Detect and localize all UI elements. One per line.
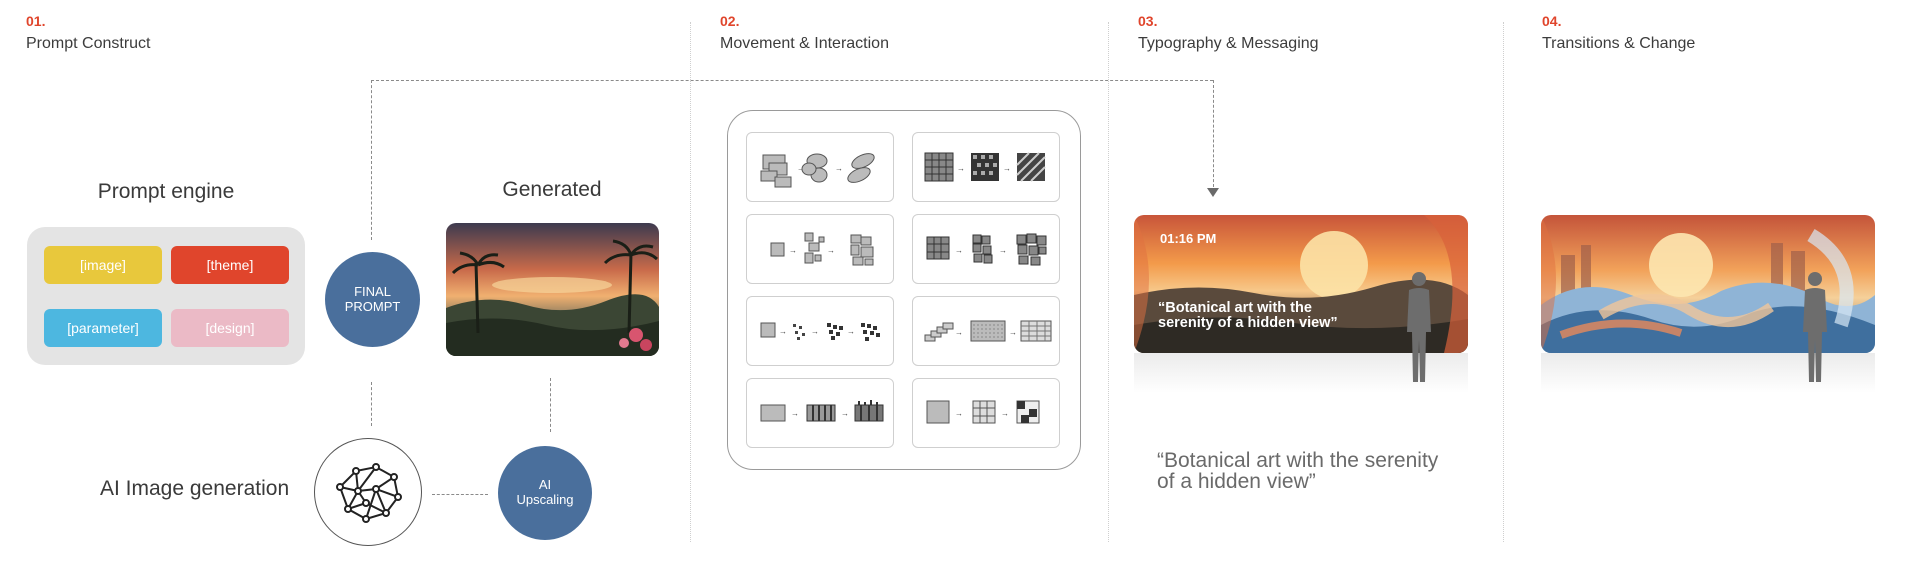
prompt-engine-box: [image] [theme] [parameter] [design] <box>27 227 305 365</box>
tag-design: [design] <box>171 309 289 347</box>
overlay-line-2: serenity of a hidden view” <box>1158 315 1338 332</box>
arrow-down-icon <box>1207 188 1219 197</box>
motion-cell-particles: → → → <box>746 296 894 366</box>
section-title-4: Transitions & Change <box>1542 35 1696 52</box>
motion-cell-shapes-morph: → → <box>746 132 894 202</box>
person-silhouette-icon <box>1407 272 1431 382</box>
ai-upscaling-line2: Upscaling <box>516 492 574 507</box>
svg-text:→: → <box>811 327 819 336</box>
section-title-1: Prompt Construct <box>26 35 151 52</box>
tag-image: [image] <box>44 246 162 284</box>
connector-line <box>432 494 488 495</box>
svg-text:→: → <box>789 246 797 255</box>
svg-text:→: → <box>957 164 965 173</box>
connector-line <box>550 378 551 432</box>
neural-network-icon <box>314 438 422 546</box>
quote-line-2: of a hidden view” <box>1157 470 1316 493</box>
motion-cell-scatter-blocks: → → <box>746 214 894 284</box>
typography-display: 01:16 PM “Botanical art with the serenit… <box>1134 215 1468 353</box>
final-prompt-line1: FINAL <box>354 283 391 299</box>
svg-text:→: → <box>1001 409 1009 418</box>
connector-line <box>1213 80 1214 192</box>
svg-text:→: → <box>827 246 835 255</box>
svg-text:→: → <box>1003 164 1011 173</box>
display-time: 01:16 PM <box>1160 231 1217 246</box>
quote-text: “Botanical art with the serenity of a hi… <box>1157 450 1438 492</box>
svg-text:→: → <box>847 327 855 336</box>
svg-text:→: → <box>791 409 799 418</box>
final-prompt-line2: PROMPT <box>344 298 401 314</box>
svg-text:→: → <box>835 164 843 173</box>
svg-text:→: → <box>955 246 963 255</box>
connector-line <box>371 382 372 426</box>
svg-text:→: → <box>955 328 963 337</box>
connector-line <box>371 80 372 240</box>
section-number-4: 04. <box>1542 13 1562 29</box>
svg-text:→: → <box>797 164 805 173</box>
quote-line-1: “Botanical art with the serenity <box>1157 449 1439 472</box>
transition-display <box>1541 215 1875 353</box>
section-divider <box>690 22 691 542</box>
section-divider <box>1503 22 1504 542</box>
prompt-engine-label: Prompt engine <box>97 180 235 203</box>
section-number-1: 01. <box>26 13 46 29</box>
svg-text:→: → <box>841 409 849 418</box>
section-divider <box>1108 22 1109 542</box>
generated-label: Generated <box>502 178 602 201</box>
section-title-3: Typography & Messaging <box>1138 35 1319 52</box>
svg-text:→: → <box>955 409 963 418</box>
section-number-2: 02. <box>720 13 740 29</box>
display-reflection <box>1134 353 1468 393</box>
generated-image <box>446 223 659 356</box>
connector-line <box>371 80 1213 81</box>
section-number-3: 03. <box>1138 13 1158 29</box>
ai-image-generation-label: AI Image generation <box>100 477 290 500</box>
motion-cell-bars: → → <box>746 378 894 448</box>
svg-text:→: → <box>1009 328 1017 337</box>
overlay-line-1: “Botanical art with the <box>1158 300 1312 316</box>
ai-upscaling-line1: AI <box>538 477 552 493</box>
tag-parameter: [parameter] <box>44 309 162 347</box>
svg-text:→: → <box>779 327 787 336</box>
display-overlay-quote: “Botanical art with the serenity of a hi… <box>1158 300 1338 332</box>
motion-cell-stack-fill: → → <box>912 296 1060 366</box>
motion-cell-pixel-fill: → → <box>912 378 1060 448</box>
motion-patterns-panel: → → → → → → → <box>727 110 1081 470</box>
motion-cell-grid-break: → → <box>912 214 1060 284</box>
section-title-2: Movement & Interaction <box>720 35 889 52</box>
motion-cell-grid-texture: → → <box>912 132 1060 202</box>
person-silhouette-icon <box>1803 272 1827 382</box>
tag-theme: [theme] <box>171 246 289 284</box>
svg-text:→: → <box>999 246 1007 255</box>
